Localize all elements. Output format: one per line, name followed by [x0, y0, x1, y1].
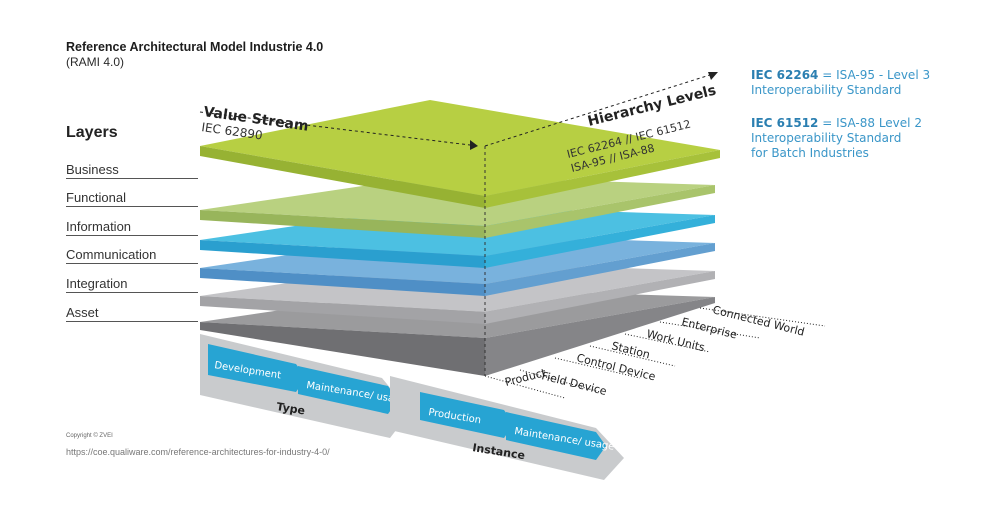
- hierarchy-arrowhead: [708, 72, 718, 80]
- layer-information-front: [200, 240, 485, 268]
- layer-label-business: Business: [66, 162, 198, 179]
- legend-iec-61512-line2: Interoperability Standard: [751, 131, 902, 145]
- legend-iec-61512-line3: for Batch Industries: [751, 146, 869, 160]
- layer-label-information: Information: [66, 219, 198, 236]
- value-stream-axis: [199, 111, 479, 147]
- lifecycle-type: Development Maintenance/ usage Type: [200, 334, 410, 438]
- copyright: Copyright © ZVEI: [66, 433, 113, 439]
- layer-communication-side: [485, 243, 715, 296]
- level-field-device: Field Device: [540, 369, 608, 398]
- hierarchy-title: Hierarchy Levels: [586, 82, 718, 129]
- layer-business-top: [200, 100, 720, 196]
- instance-step-maintenance-arrow: [506, 412, 606, 460]
- layer-information-side: [485, 215, 715, 268]
- layer-integration-side: [485, 271, 715, 324]
- type-step-maintenance-arrow: [298, 366, 398, 414]
- lifecycle-instance: Production Maintenance/ usage Instance: [390, 376, 624, 480]
- layer-functional-side: [485, 185, 715, 238]
- layer-label-integration: Integration: [66, 276, 198, 293]
- level-line-control-device: [554, 357, 641, 379]
- legend-iec-62264-line2: Interoperability Standard: [751, 83, 902, 97]
- layer-integration-front: [200, 296, 485, 324]
- legend-iec-62264-text: = ISA-95 - Level 3: [818, 68, 931, 82]
- legend-iec-61512-code: IEC 61512: [751, 116, 819, 130]
- layer-business-slab: [200, 100, 720, 208]
- level-station: Station: [610, 339, 651, 361]
- value-stream-arrowhead: [470, 140, 478, 150]
- type-label: Type: [276, 400, 306, 417]
- legend-iec-62264-code: IEC 62264: [751, 68, 819, 82]
- layer-functional-front: [200, 210, 485, 238]
- layer-business-side: [485, 150, 720, 208]
- diagram-subtitle: (RAMI 4.0): [66, 55, 125, 69]
- legend-iec-61512-text: = ISA-88 Level 2: [818, 116, 922, 130]
- diagram-title: Reference Architectural Model Industrie …: [66, 40, 324, 54]
- layer-label-communication: Communication: [66, 247, 198, 264]
- layer-asset-side: [485, 297, 715, 376]
- layer-communication-front: [200, 268, 485, 296]
- level-line-connected-world: [699, 307, 826, 327]
- instance-step-production-arrow: [420, 392, 514, 438]
- legend-iec-62264: IEC 62264 = ISA-95 - Level 3 Interoperab…: [751, 68, 930, 98]
- layers-heading: Layers: [66, 124, 118, 141]
- level-line-station: [589, 345, 676, 367]
- type-step-development-arrow: [208, 344, 306, 392]
- level-line-field-device: [519, 369, 601, 393]
- layer-label-asset: Asset: [66, 305, 198, 322]
- legend-iec-61512: IEC 61512 = ISA-88 Level 2 Interoperabil…: [751, 116, 922, 161]
- level-line-product: [484, 375, 566, 399]
- layer-label-functional: Functional: [66, 190, 198, 207]
- level-line-enterprise: [659, 321, 761, 339]
- layer-business-front: [200, 146, 485, 208]
- level-line-work-units: [624, 333, 711, 353]
- layer-asset-front: [200, 322, 485, 376]
- hierarchy-axis: [484, 73, 714, 147]
- source-url: https://coe.qualiware.com/reference-arch…: [66, 447, 330, 457]
- title-block: Reference Architectural Model Industrie …: [66, 40, 323, 69]
